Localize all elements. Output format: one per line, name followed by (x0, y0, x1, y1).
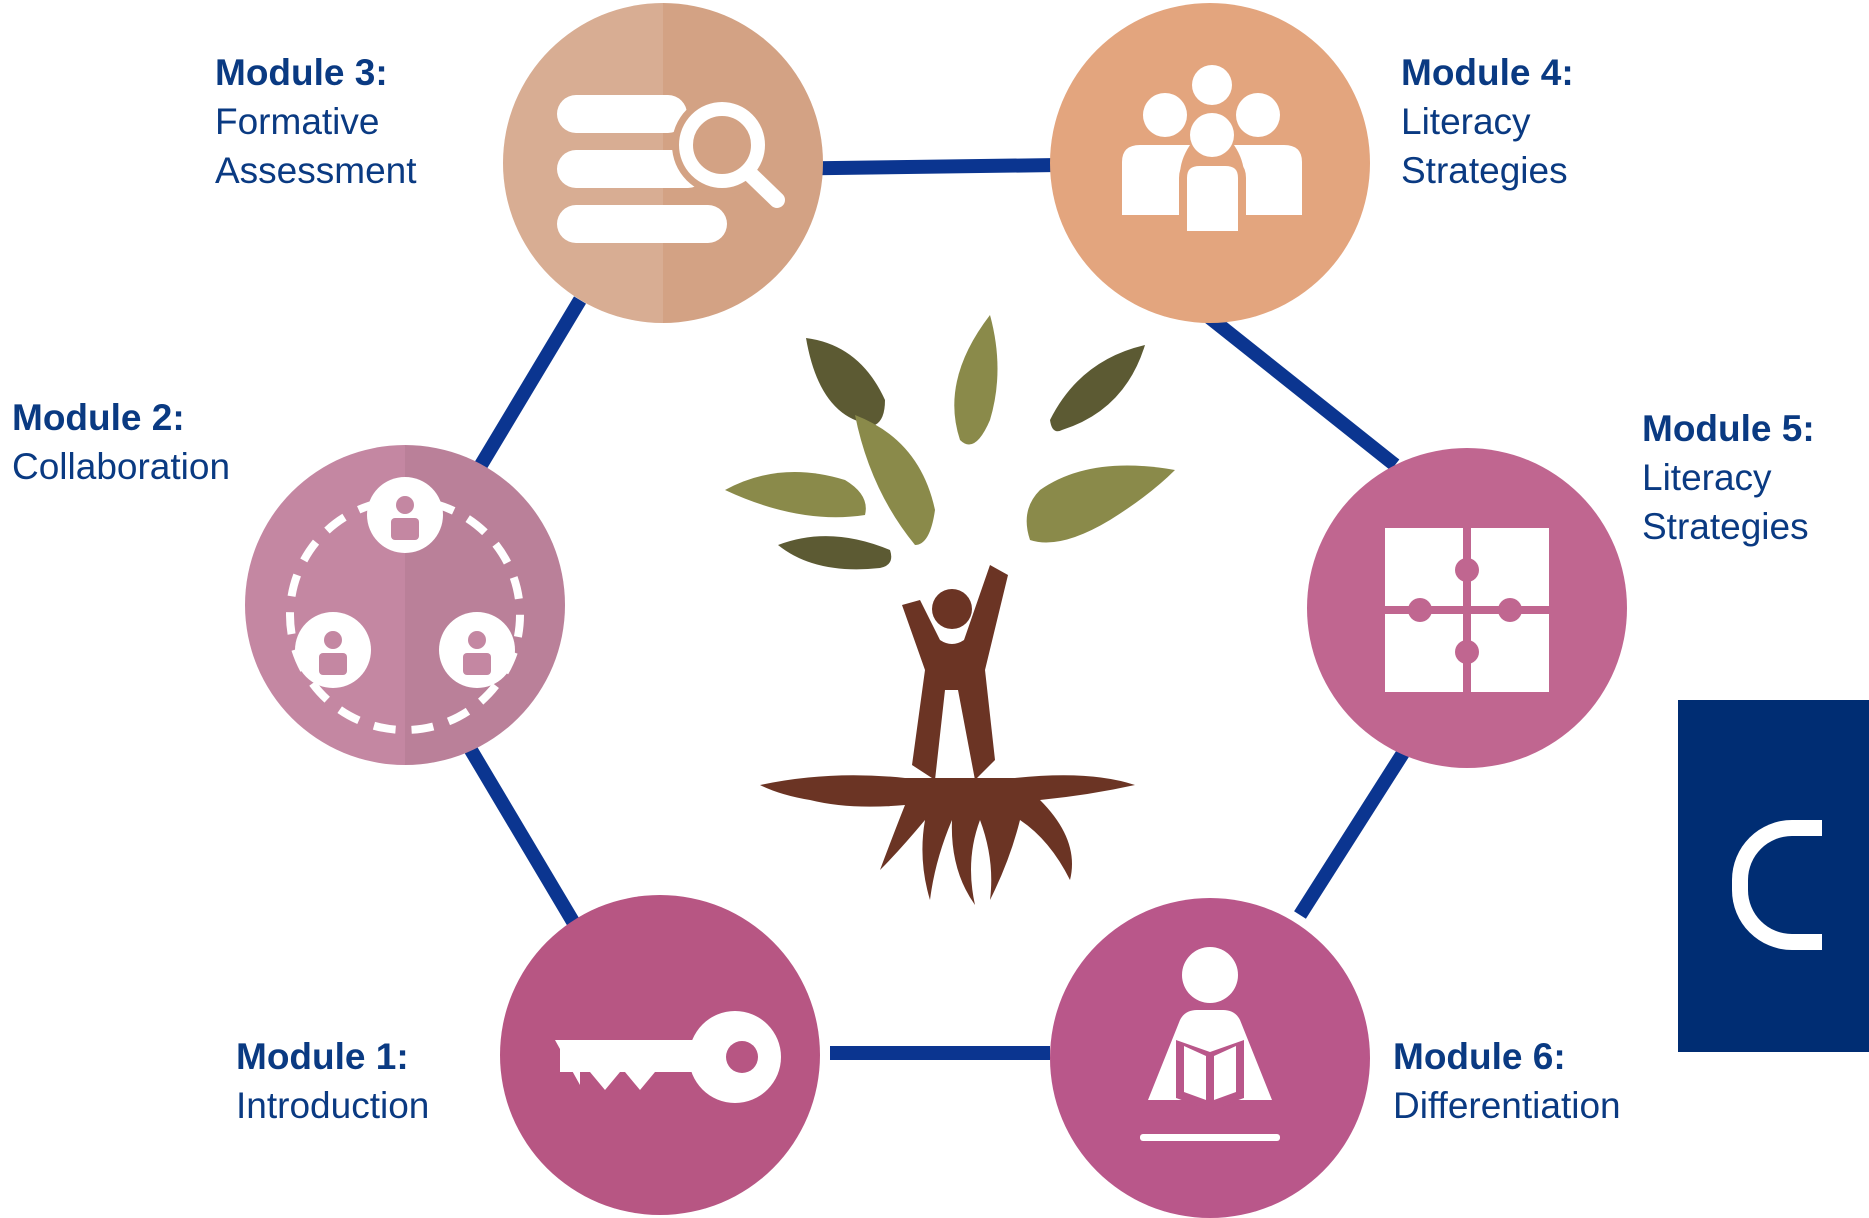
module6-line1: Differentiation (1393, 1085, 1621, 1126)
module3-title: Module 3: (215, 52, 388, 93)
module2-title: Module 2: (12, 397, 185, 438)
module2-line1: Collaboration (12, 446, 231, 487)
database-search-icon (557, 95, 785, 243)
module5-circle (1307, 448, 1627, 768)
module3-line2: Assessment (215, 150, 417, 191)
module5-title: Module 5: (1642, 408, 1815, 449)
module1-label: Module 1: Introduction (236, 1032, 429, 1130)
group-icon (1122, 65, 1302, 239)
module4-line2: Strategies (1401, 150, 1568, 191)
people-circle-icon (286, 477, 524, 734)
module4-line1: Literacy (1401, 101, 1531, 142)
module5-line1: Literacy (1642, 457, 1772, 498)
module6-node (1050, 898, 1370, 1218)
module5-label: Module 5: Literacy Strategies (1642, 404, 1815, 551)
key-icon (555, 1011, 781, 1103)
tree-person-icon (725, 315, 1175, 905)
connector-1-2 (458, 736, 582, 929)
module2-node (245, 445, 565, 765)
module3-node (503, 3, 823, 323)
module5-node (1307, 448, 1627, 768)
module6-title: Module 6: (1393, 1036, 1566, 1077)
puzzle-icon (1385, 528, 1549, 692)
module2-label: Module 2: Collaboration (12, 393, 230, 491)
module1-line1: Introduction (236, 1085, 430, 1126)
reader-icon (1140, 947, 1280, 1141)
module4-label: Module 4: Literacy Strategies (1401, 48, 1574, 195)
module4-node (1050, 3, 1370, 323)
module3-label: Module 3: Formative Assessment (215, 48, 417, 195)
module4-title: Module 4: (1401, 52, 1574, 93)
module6-label: Module 6: Differentiation (1393, 1032, 1621, 1130)
module3-line1: Formative (215, 101, 380, 142)
module1-title: Module 1: (236, 1036, 409, 1077)
module1-node (500, 895, 820, 1215)
connector-5-6 (1294, 746, 1411, 919)
module5-line2: Strategies (1642, 506, 1809, 547)
connector-2-3 (471, 296, 587, 474)
